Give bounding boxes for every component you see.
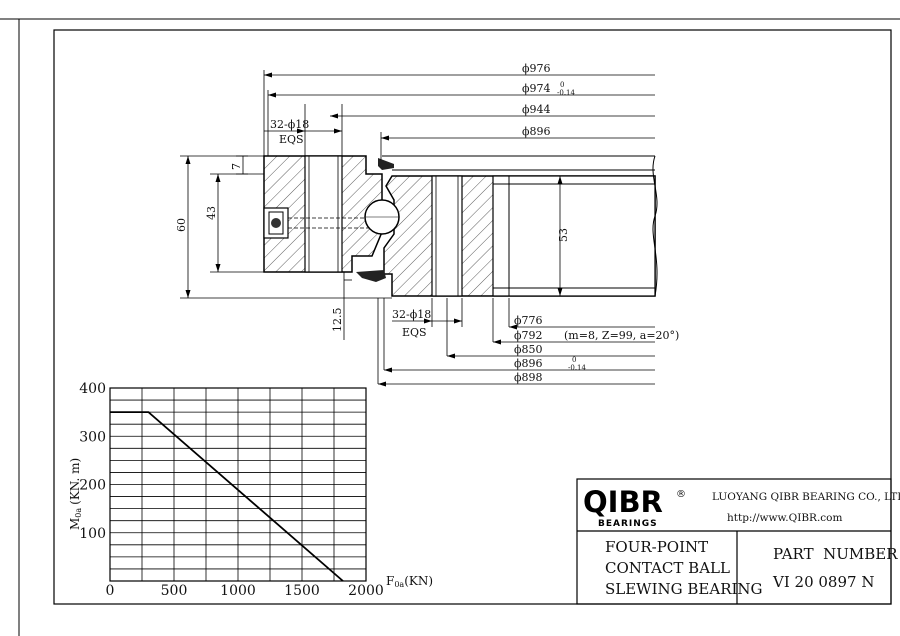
dim-53: 53 [557, 228, 570, 242]
logo-subtitle: BEARINGS [598, 519, 658, 529]
y-tick-label: 200 [79, 478, 106, 494]
xlabel-sub: 0a [394, 580, 404, 589]
company-logo: QIBR [583, 485, 663, 519]
x-tick-label: 1500 [284, 583, 320, 599]
dim-898: ϕ898 [514, 371, 543, 384]
dim-12-5: 12.5 [331, 308, 344, 333]
ylabel-main: M [68, 518, 82, 530]
dim-974: ϕ974 [522, 82, 551, 95]
dim-974-tol-upper: 0 [560, 81, 564, 89]
x-tick-label: 2000 [348, 583, 384, 599]
part-number-label: PART NUMBER [773, 545, 898, 563]
dimension-lines [180, 70, 655, 385]
drawing-border [53, 29, 892, 605]
dim-gear-spec: (m=8, Z=99, a=20°) [564, 329, 679, 342]
outer-bolt-hole [304, 155, 343, 273]
break-line [652, 155, 658, 297]
dim-896-bottom: ϕ896 [514, 357, 543, 370]
chart-xlabel: F0a(KN) [386, 574, 433, 589]
ylabel-sub: 0a [74, 508, 83, 518]
product-line-2: CONTACT BALL [605, 559, 730, 577]
x-tick-label: 1000 [220, 583, 256, 599]
dim-holes-bottom: 32-ϕ18 [392, 308, 431, 321]
load-curve-line [110, 411, 344, 582]
gear-teeth-zone [492, 175, 656, 297]
company-name: LUOYANG QIBR BEARING CO., LTD [712, 491, 900, 503]
seal-top [378, 158, 394, 170]
chart-ylabel: M0a (KN. m) [68, 458, 83, 530]
dim-896-tol-lower: -0.14 [568, 364, 586, 372]
title-block: QIBR ® BEARINGS LUOYANG QIBR BEARING CO.… [576, 478, 900, 605]
chart-grid [110, 388, 366, 581]
dim-7: 7 [230, 163, 243, 170]
dim-60: 60 [175, 218, 188, 232]
xlabel-main: F [386, 574, 394, 588]
chart-tick-labels: 0 500 1000 1500 2000 100 200 300 400 [79, 381, 384, 599]
dim-976: ϕ976 [522, 62, 551, 75]
registered-mark: ® [676, 489, 686, 500]
chart-series [110, 411, 344, 582]
dimension-arrows [185, 72, 563, 387]
chart-frame [109, 387, 367, 582]
y-tick-label: 400 [79, 381, 106, 397]
dimension-labels: ϕ976 ϕ974 0 -0.14 ϕ944 ϕ896 32-ϕ18 EQS 7… [175, 62, 679, 384]
product-line-1: FOUR-POINT [605, 538, 708, 556]
product-line-3: SLEWING BEARING [605, 580, 763, 598]
dim-896-top: ϕ896 [522, 125, 551, 138]
lube-fitting-head [271, 218, 281, 228]
dim-944: ϕ944 [522, 103, 551, 116]
dim-896-tol-upper: 0 [572, 356, 576, 364]
dim-holes-top: 32-ϕ18 [270, 118, 309, 131]
lube-fitting-nut [268, 211, 284, 235]
company-website: http://www.QIBR.com [727, 512, 843, 524]
part-number: VI 20 0897 N [772, 573, 874, 591]
dim-776: ϕ776 [514, 314, 543, 327]
dim-eqs-top: EQS [279, 133, 304, 146]
y-tick-label: 100 [79, 526, 106, 542]
seal-bottom [356, 270, 386, 282]
ylabel-unit: (KN. m) [68, 458, 82, 505]
dim-850: ϕ850 [514, 343, 543, 356]
inner-bolt-hole [431, 175, 463, 297]
bearing-cross-section [263, 155, 658, 297]
xlabel-unit: (KN) [404, 574, 433, 588]
dim-974-tol-lower: -0.14 [557, 89, 575, 97]
dim-792: ϕ792 [514, 329, 543, 342]
title-block-frame [576, 478, 892, 605]
dim-eqs-bottom: EQS [402, 326, 427, 339]
y-tick-label: 300 [79, 429, 106, 445]
dim-43: 43 [205, 206, 218, 220]
x-tick-label: 0 [106, 583, 115, 599]
x-tick-label: 500 [161, 583, 188, 599]
